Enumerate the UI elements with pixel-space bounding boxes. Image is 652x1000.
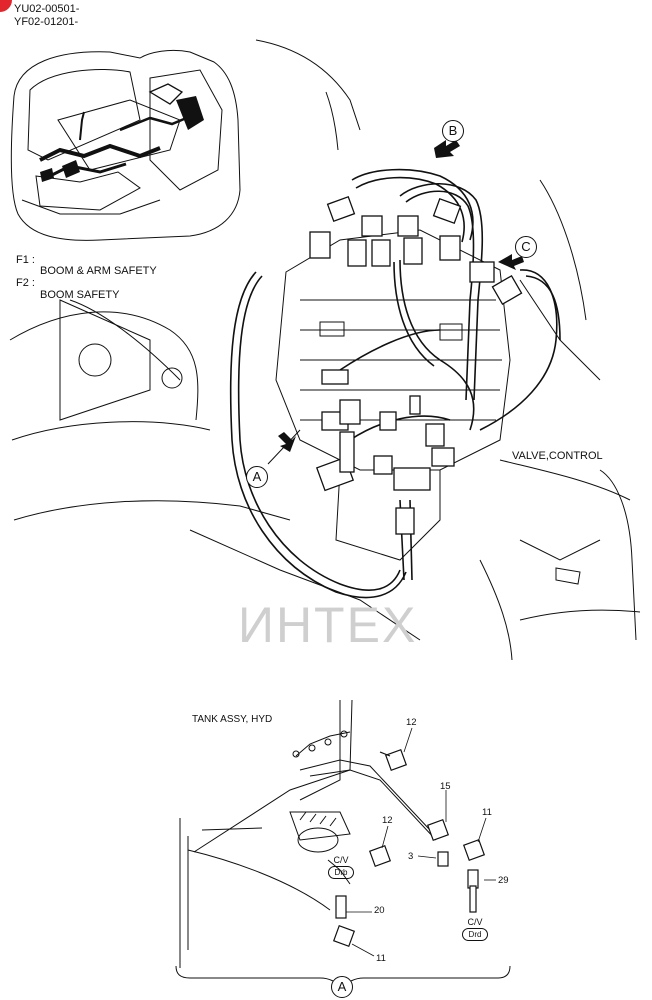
hydraulic-hoses [229,168,561,599]
leader-lines [346,727,496,957]
part-12-mid: 12 [382,815,393,826]
valve-control-label: VALVE,CONTROL [512,450,603,462]
detail-a-marker: A [331,976,353,998]
view-b-marker: B [442,120,464,142]
part-29: 29 [498,875,509,886]
check-valve-drd: C/V Drd [462,918,488,941]
view-a-marker: A [246,466,268,488]
check-valve-drd-port: Drd [462,928,488,941]
machine-overview-thumbnail [10,49,241,241]
detail-a-parts [332,748,486,948]
part-15: 15 [440,781,451,792]
check-valve-drb-port: Drb [328,866,354,879]
view-c-marker: C [515,236,537,258]
legend-f1-code: F1 : [16,254,35,266]
serial-number-2: YF02-01201- [14,16,79,28]
part-11-bottom: 11 [376,953,386,964]
part-11-right: 11 [482,807,492,818]
legend-f2-code: F2 : [16,277,35,289]
part-12-top: 12 [406,717,417,728]
callout-arrows [278,140,524,452]
detail-a-drawing [179,699,437,968]
fittings [309,195,523,535]
check-valve-drb: C/V Drb [328,856,354,879]
part-3: 3 [408,851,414,862]
legend-f1-text: BOOM & ARM SAFETY [40,265,157,277]
check-valve-drd-label: C/V [467,917,483,927]
serial-number-1: YU02-00501- [14,3,80,15]
part-20: 20 [374,905,385,916]
check-valve-drb-label: C/V [333,855,349,865]
tank-assy-label: TANK ASSY, HYD [192,714,273,725]
legend-f2-text: BOOM SAFETY [40,289,120,301]
watermark-text: ИНТЕХ [238,597,418,653]
